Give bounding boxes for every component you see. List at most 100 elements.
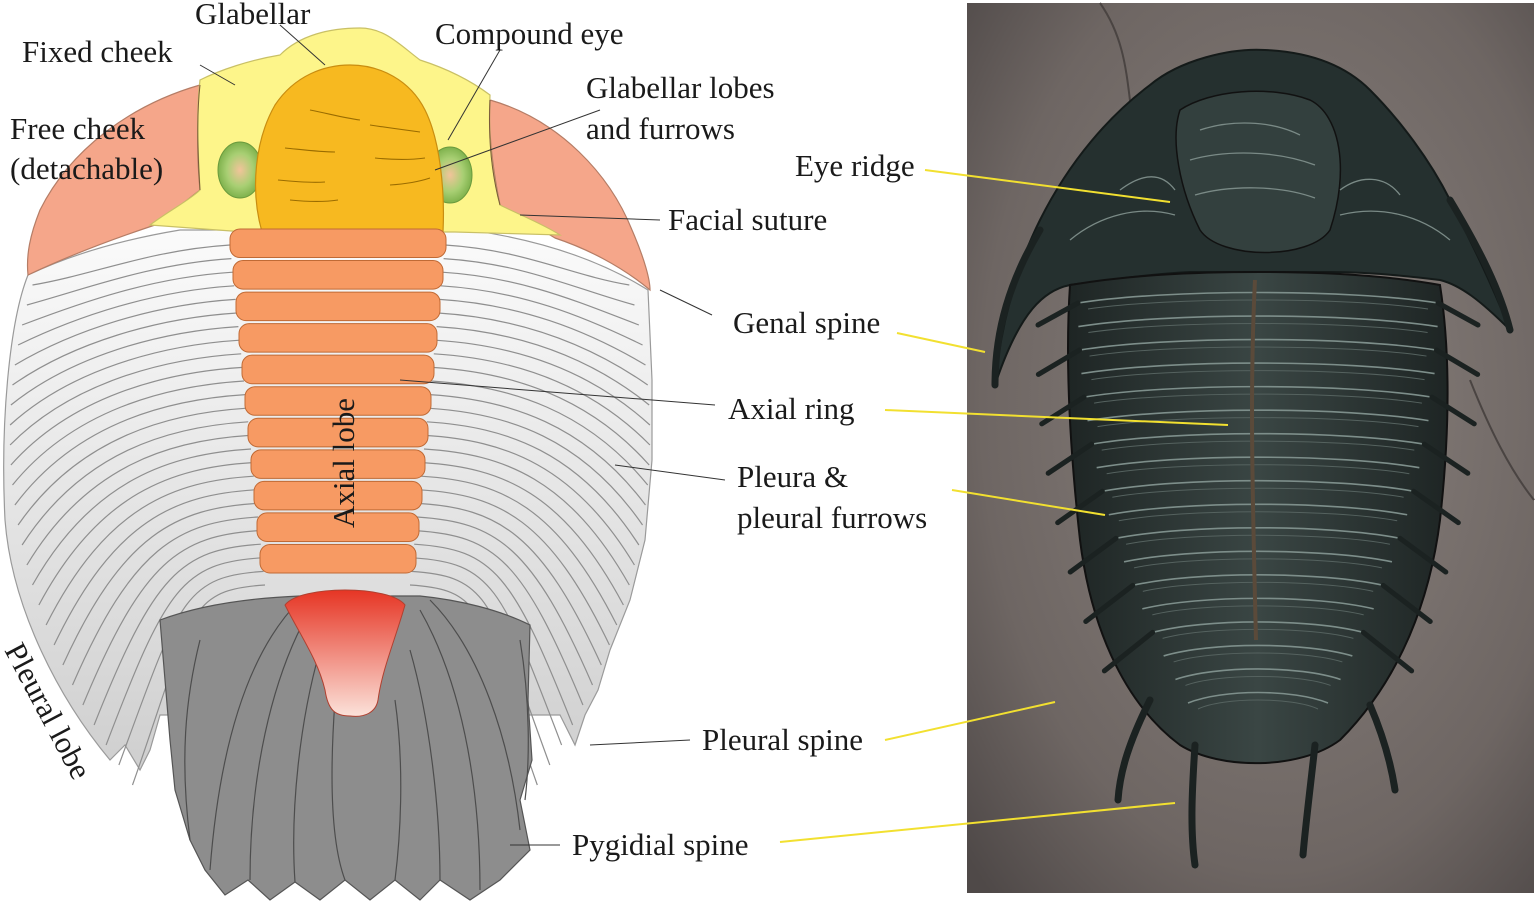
fossil-pleural-spine-right [1360, 629, 1415, 674]
free-cheek-right [488, 99, 651, 292]
pleural-furrow-right [423, 448, 630, 586]
pleural-furrow-left [14, 394, 246, 506]
fossil-segment-furrow [1094, 393, 1422, 404]
pleural-furrow-left [17, 285, 235, 346]
fossil-segment [1152, 621, 1364, 634]
fossil-segment [1087, 409, 1429, 422]
fossil-segment [1083, 385, 1433, 398]
fossil-segment-furrow [1162, 628, 1354, 639]
label-glabellar: Glabellar [195, 0, 311, 31]
pleural-furrow-left [14, 298, 236, 366]
pleural-furrow-right [425, 434, 635, 566]
fossil-segment-furrow [1112, 487, 1404, 498]
pleural-furrow-left [26, 434, 250, 566]
pleural-furrow-right [414, 543, 574, 726]
pleural-furrow-right [435, 339, 651, 426]
fossil-segment-furrow [1118, 511, 1398, 522]
photo-leader-lines [779, 169, 1229, 843]
trilobite-fossil-photo: Eye ridge [779, 2, 1535, 893]
pleural-furrow-left [21, 271, 233, 326]
pleural-furrow-right [430, 380, 649, 486]
pleural-furrow-left [9, 353, 242, 446]
fossil-segment [1096, 456, 1420, 469]
pleural-furrow-right [426, 421, 640, 546]
axial-ring-10 [256, 512, 420, 542]
pleural-furrow-left [118, 570, 264, 766]
pleural-furrow-left [9, 339, 240, 426]
pleural-furrow-right [437, 312, 649, 386]
pleural-furrow-left [45, 475, 254, 626]
pleural-furrow-right [412, 557, 563, 746]
fossil-pleural-spine-right [1421, 441, 1471, 476]
fossil-segment [1142, 597, 1374, 610]
pleural-furrow-right [432, 366, 650, 466]
label-glabellar-lobes-line1: Glabellar lobes [586, 70, 775, 105]
label-facial-suture: Facial suture [668, 202, 827, 237]
pleural-furrow-right [415, 530, 584, 706]
fossil-pleural-spines [1035, 300, 1481, 674]
label-pleural-spine: Pleural spine [702, 722, 863, 757]
fossil-segment [1079, 338, 1437, 351]
fossil-segment-furrow [1089, 346, 1427, 357]
fossil-pleural-spine-right [1433, 347, 1481, 377]
pleural-furrow-left [71, 516, 259, 686]
fossil-segment [1081, 362, 1435, 375]
pleural-furrow-right [428, 407, 644, 526]
fossil-pleural-spine-left [1067, 535, 1119, 575]
fossil-segment [1108, 503, 1408, 516]
axial-ring-5 [241, 354, 435, 385]
pygidial-axis [284, 589, 406, 717]
fossil-segment-furrow [1133, 558, 1383, 569]
label-free-cheek-line2: (detachable) [10, 151, 163, 186]
pleural-furrow-right [421, 475, 618, 626]
fossil-pleural-spine-left [1039, 394, 1087, 427]
pleural-furrow-left [93, 543, 261, 726]
pleural-furrow-left [31, 448, 252, 586]
axial-lobe [229, 228, 447, 574]
fossil-segment-furrow [1097, 417, 1419, 428]
pleural-furrow-right [439, 298, 646, 366]
fossil-glabella [1175, 90, 1342, 254]
pleural-furrow-left [82, 530, 260, 706]
fossil-segment [1115, 527, 1401, 540]
label-fixed-cheek: Fixed cheek [22, 34, 173, 69]
trilobite-diagram: Glabellar Fixed cheek Compound eye Glabe… [0, 0, 927, 901]
pleural-furrow-right [436, 326, 650, 406]
fossil-pleural-spine-right [1397, 535, 1449, 575]
pleural-furrow-left [10, 326, 239, 406]
fossil-segment [1077, 291, 1439, 304]
label-free-cheek-line1: Free cheek [10, 111, 146, 146]
fossil-pleural-spine-right [1411, 488, 1461, 526]
pleural-furrow-left [53, 489, 256, 646]
fossil-segment-furrow [1125, 534, 1391, 545]
pleural-furrow-right [433, 353, 651, 446]
pleural-furrow-left [10, 366, 243, 466]
fossil-axial-crack [1250, 279, 1258, 641]
pleural-furrow-right [422, 462, 624, 606]
fossil-pleural-spine-left [1045, 441, 1095, 476]
fossil-segment [1163, 644, 1353, 657]
rock-crack-2 [1469, 379, 1535, 501]
axial-ring-8 [250, 449, 426, 479]
glabella [254, 64, 445, 233]
label-genal-spine: Genal spine [733, 305, 880, 340]
pleural-furrow-right [443, 258, 635, 306]
fossil-segment-furrow [1142, 581, 1374, 592]
pleural-furrow-right [416, 516, 594, 686]
label-pleura-line2: pleural furrows [737, 500, 927, 535]
label-glabellar-lobes-line2: and furrows [586, 111, 735, 146]
fossil-pleural-spine-left [1083, 582, 1136, 624]
axial-ring-3 [235, 291, 441, 322]
fossil-thorax [1067, 270, 1449, 765]
axial-ring-6 [244, 386, 432, 416]
label-axial-lobe: Axial lobe [326, 398, 361, 528]
pleural-furrow-right [429, 394, 646, 506]
axial-ring-2 [232, 260, 444, 290]
fossil-segment-furrow [1106, 464, 1410, 475]
fossil-cephalon-texture [1069, 122, 1451, 241]
fossil-pleural-spine-right [1380, 582, 1433, 624]
fossil-segment-furrow [1185, 676, 1331, 686]
fossil-segment-furrow [1088, 323, 1428, 334]
facial-suture-line [197, 84, 501, 206]
